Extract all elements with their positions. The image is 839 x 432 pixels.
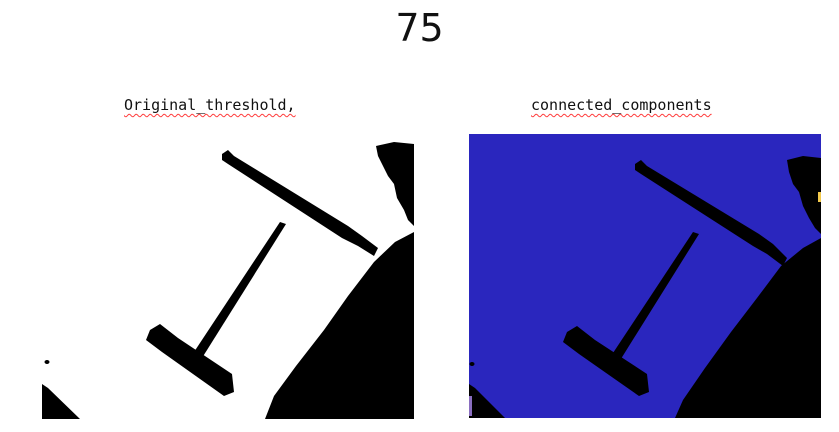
panel-title-connected-components: connected_components [531, 96, 712, 114]
purple-component [469, 396, 472, 416]
tool-handle [611, 232, 699, 362]
figure-title: 75 [395, 6, 444, 50]
yellow-component [818, 192, 821, 202]
bottom-left-triangle [42, 384, 80, 419]
diagonal-stick [222, 150, 378, 256]
tool-handle [194, 222, 286, 358]
threshold-image [42, 134, 414, 419]
tool-crossbar [146, 324, 234, 396]
tool-crossbar [563, 326, 649, 396]
top-right-blob [376, 142, 414, 226]
panel-title-original-threshold: Original_threshold, [124, 96, 296, 114]
lower-right-region [265, 232, 414, 419]
small-dot [469, 362, 475, 366]
connected-components-image [469, 134, 821, 418]
top-right-blob [787, 156, 821, 234]
connected-components-svg [469, 134, 821, 418]
bottom-left-triangle [469, 384, 505, 418]
threshold-image-svg [42, 134, 414, 419]
diagonal-stick [635, 160, 787, 266]
lower-right-region [675, 238, 821, 418]
small-dot [44, 360, 50, 364]
